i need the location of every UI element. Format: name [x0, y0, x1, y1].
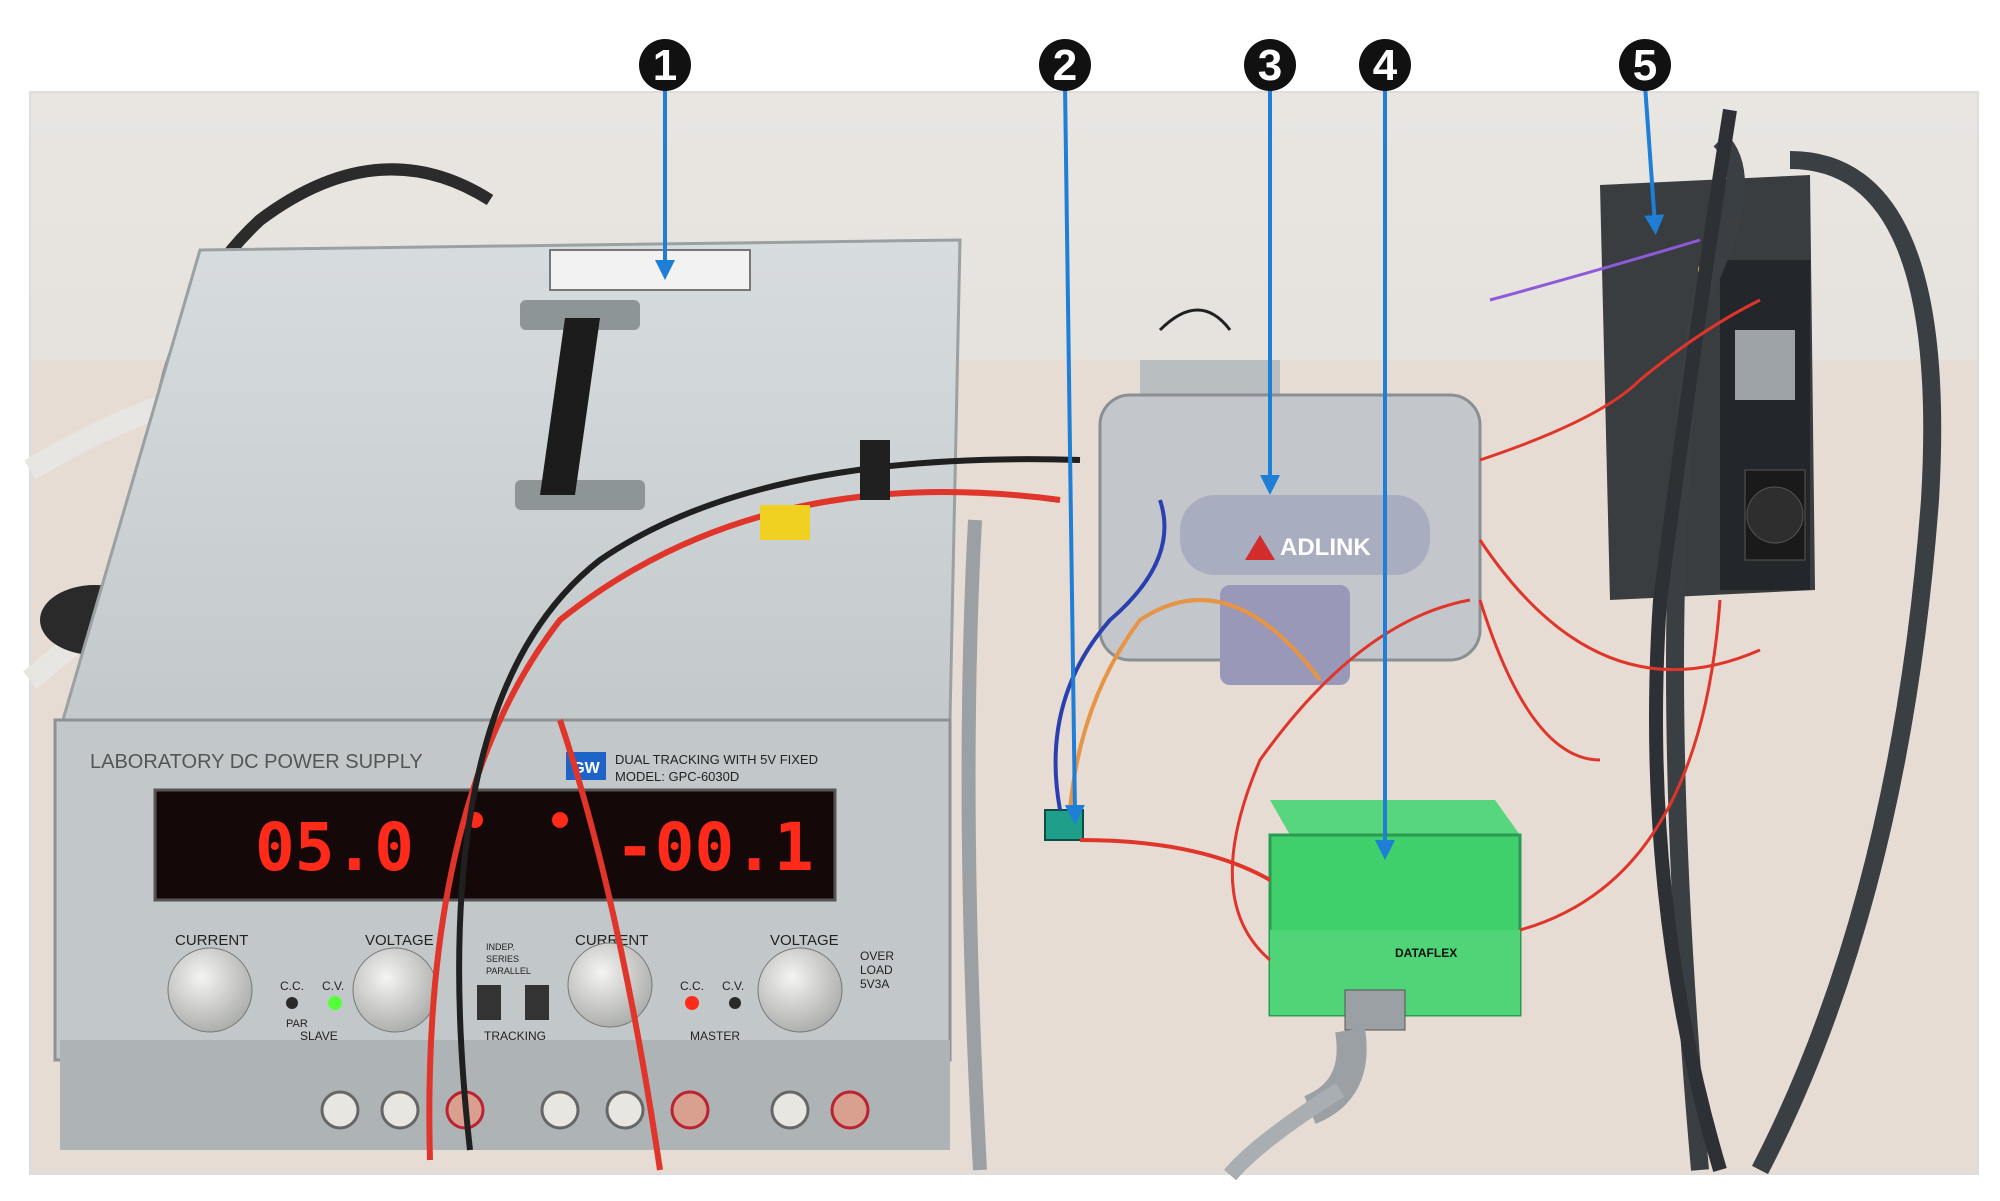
knob [167, 947, 253, 1033]
marker-number: 1 [653, 41, 677, 90]
marker-number: 3 [1258, 41, 1282, 90]
cc-label: C.C. [280, 979, 304, 993]
marker-4: 4 [1359, 39, 1411, 91]
daq-brand: ADLINK [1280, 534, 1371, 561]
output-terminals [320, 1090, 870, 1130]
slave-label: SLAVE [300, 1029, 338, 1043]
led-indicator [552, 812, 568, 828]
cv-label: C.V. [322, 979, 344, 993]
brand-label: GW DUAL TRACKING WITH 5V FIXED MODEL: GP… [90, 751, 818, 784]
indep-label: INDEP. [486, 942, 515, 952]
par-label: PAR [286, 1018, 308, 1030]
master-label: MASTER [690, 1029, 740, 1043]
tracking-label: TRACKING [484, 1029, 546, 1043]
sensor-board [1044, 499, 1322, 841]
current-readout: -00.1 [615, 809, 814, 886]
tracking-switch [525, 985, 549, 1020]
overload-label: LOAD [860, 963, 893, 977]
adlink-logo-icon [1245, 535, 1275, 560]
wiring [426, 238, 1761, 1171]
led-indicator [729, 997, 741, 1009]
dataflex-amplifier: DATAFLEX [1223, 800, 1522, 1181]
knob-label: VOLTAGE [365, 932, 434, 949]
knob-label: VOLTAGE [770, 932, 839, 949]
amp-brand: DATAFLEX [1395, 946, 1457, 960]
knob-label: CURRENT [575, 932, 648, 949]
tracking-switch [477, 985, 501, 1020]
marker-2: 2 [1039, 39, 1091, 91]
overload-label: OVER [860, 949, 894, 963]
front-title: LABORATORY DC POWER SUPPLY [90, 751, 423, 773]
led-indicator [286, 997, 298, 1009]
marker-number: 5 [1633, 41, 1657, 90]
callout-arrow [1643, 84, 1665, 235]
knob [757, 947, 843, 1033]
callout-arrows [655, 84, 1665, 860]
knob-label: CURRENT [175, 932, 248, 949]
display-window [153, 788, 837, 902]
black-tape [860, 440, 890, 500]
model-line: MODEL: GPC-6030D [615, 769, 739, 784]
servo-driver [1600, 108, 1942, 1175]
marker-3: 3 [1244, 39, 1296, 91]
tracking-line: DUAL TRACKING WITH 5V FIXED [615, 752, 818, 767]
daq-module: ADLINK [1098, 360, 1482, 685]
led-indicator [328, 996, 342, 1010]
led-indicator [685, 996, 699, 1010]
marker-number: 4 [1373, 41, 1398, 90]
overload-label: 5V3A [860, 977, 889, 991]
yellow-tape [760, 505, 810, 540]
knob [352, 947, 438, 1033]
voltage-readout: 05.0 [255, 809, 414, 886]
marker-number: 2 [1053, 41, 1077, 90]
cv-label: C.V. [722, 979, 744, 993]
dc-power-supply: GW DUAL TRACKING WITH 5V FIXED MODEL: GP… [53, 238, 962, 1150]
series-label: SERIES [486, 954, 519, 964]
parallel-label: PARALLEL [486, 966, 531, 976]
callout-arrow [1063, 84, 1085, 825]
cc-label: C.C. [680, 979, 704, 993]
marker-1: 1 [639, 39, 691, 91]
marker-5: 5 [1619, 39, 1671, 91]
knob [567, 942, 653, 1028]
